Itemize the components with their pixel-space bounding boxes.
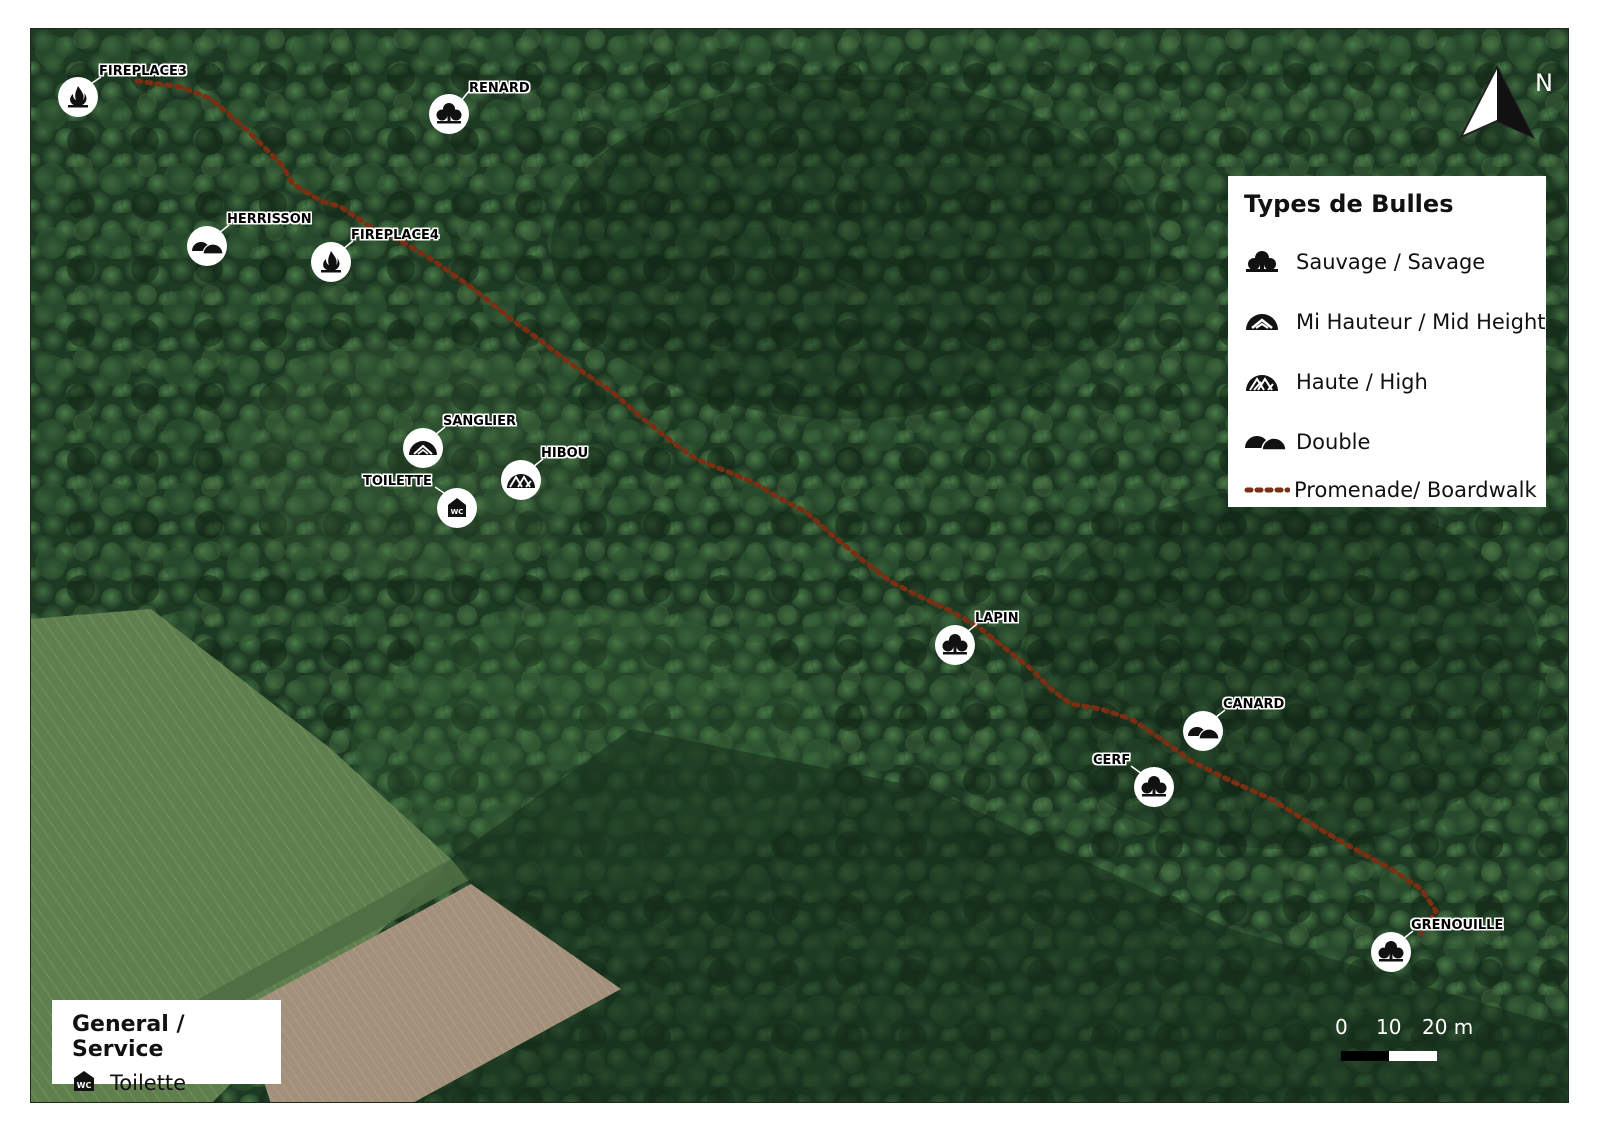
map-marker-renard[interactable] xyxy=(429,90,470,134)
tree-icon xyxy=(436,103,462,124)
fire-icon xyxy=(68,86,88,108)
scale-tick-10: 10 xyxy=(1376,1015,1402,1039)
service-legend: General / Service WC Toilette xyxy=(52,1000,281,1095)
tree-icon xyxy=(1378,941,1404,962)
north-label: N xyxy=(1535,69,1553,97)
marker-label-toilette: TOILETTE xyxy=(363,474,432,489)
boardwalk-path xyxy=(134,78,1440,937)
map-marker-lapin[interactable] xyxy=(935,623,978,665)
marker-label-canard: CANARD xyxy=(1223,697,1285,712)
wc-icon: WC xyxy=(72,1070,96,1096)
service-item-label: Toilette xyxy=(110,1071,187,1095)
tree-icon xyxy=(942,634,968,655)
marker-label-grenouille: GRENOUILLE xyxy=(1411,918,1504,933)
bare-field-area xyxy=(241,884,621,1102)
marker-label-fireplace4: FIREPLACE4 xyxy=(351,228,439,243)
svg-text:WC: WC xyxy=(451,508,464,516)
map-marker-fireplace3[interactable] xyxy=(58,76,102,117)
north-arrow-icon xyxy=(1458,64,1536,140)
legend-item-boardwalk: Promenade/ Boardwalk xyxy=(1244,472,1546,508)
marker-label-hibou: HIBOU xyxy=(541,446,589,461)
scale-bar xyxy=(1341,1051,1437,1061)
high-icon xyxy=(507,474,535,488)
map-marker-cerf[interactable] xyxy=(1130,765,1174,807)
legend-item-savage: Sauvage / Savage xyxy=(1244,232,1546,292)
marker-label-fireplace3: FIREPLACE3 xyxy=(99,64,187,79)
service-legend-title: General / Service xyxy=(72,1012,185,1062)
service-item-toilette: WC Toilette xyxy=(72,1070,281,1096)
mid-height-icon xyxy=(1244,310,1296,334)
marker-label-cerf: CERF xyxy=(1093,753,1131,768)
bubble-types-legend: Types de Bulles Sauvage / Savage Mi Haut… xyxy=(1228,176,1546,507)
high-icon xyxy=(1244,370,1296,394)
double-icon xyxy=(1188,727,1220,740)
marker-label-renard: RENARD xyxy=(469,81,530,96)
svg-text:WC: WC xyxy=(77,1081,92,1090)
marker-label-herrisson: HERRISSON xyxy=(227,212,312,227)
marker-label-lapin: LAPIN xyxy=(975,611,1019,626)
field-area xyxy=(31,609,451,1102)
map-marker-hibou[interactable] xyxy=(501,458,544,500)
legend-item-mid-height: Mi Hauteur / Mid Height xyxy=(1244,292,1546,352)
legend-title: Types de Bulles xyxy=(1244,190,1454,218)
map-marker-sanglier[interactable] xyxy=(403,426,446,468)
map-marker-grenouille[interactable] xyxy=(1371,930,1414,972)
scale-tick-20: 20 m xyxy=(1422,1015,1474,1039)
tree-icon xyxy=(1244,250,1296,274)
scale-tick-0: 0 xyxy=(1335,1015,1348,1039)
boardwalk-dotted-line xyxy=(1244,485,1294,495)
marker-label-sanglier: SANGLIER xyxy=(443,414,516,429)
map-marker-canard[interactable] xyxy=(1183,709,1226,751)
satellite-map[interactable]: WC FIREPLACE3 RENARD HERRISSON FIREPLACE… xyxy=(30,28,1569,1103)
map-marker-toilette[interactable]: WC xyxy=(434,486,477,528)
legend-item-label: Haute / High xyxy=(1296,370,1428,394)
map-canvas[interactable]: WC xyxy=(31,29,1569,1103)
fire-icon xyxy=(321,251,341,273)
legend-item-label: Mi Hauteur / Mid Height xyxy=(1296,310,1546,334)
legend-item-label: Sauvage / Savage xyxy=(1296,250,1486,274)
wc-icon: WC xyxy=(448,498,466,517)
legend-item-double: Double xyxy=(1244,412,1546,472)
map-marker-fireplace4[interactable] xyxy=(311,240,354,282)
legend-item-label: Double xyxy=(1296,430,1371,454)
legend-item-high: Haute / High xyxy=(1244,352,1546,412)
mid-height-icon xyxy=(409,441,437,455)
legend-item-label: Promenade/ Boardwalk xyxy=(1294,478,1537,502)
double-icon xyxy=(192,242,224,255)
tree-icon xyxy=(1141,776,1167,797)
double-icon xyxy=(1244,430,1296,454)
map-marker-herrisson[interactable] xyxy=(187,224,230,266)
